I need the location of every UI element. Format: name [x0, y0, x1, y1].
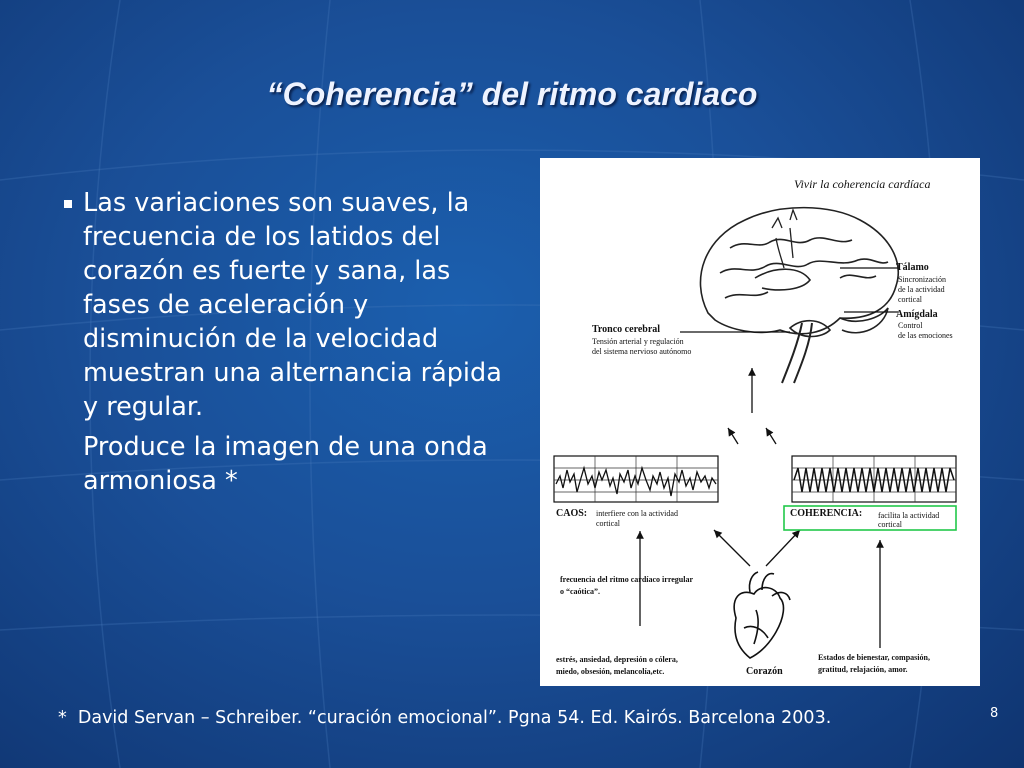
amigdala-line: Control — [898, 321, 923, 330]
tronco-line: del sistema nervioso autónomo — [592, 347, 691, 356]
figure-heading: Vivir la coherencia cardíaca — [794, 177, 931, 191]
tronco-label: Tronco cerebral Tensión arterial y regul… — [592, 324, 691, 356]
caos-line: cortical — [596, 519, 621, 528]
slide-title: “Coherencia” del ritmo cardiaco — [266, 76, 758, 112]
talamo-line: cortical — [898, 295, 923, 304]
tronco-line: Tensión arterial y regulación — [592, 337, 684, 346]
caos-title: CAOS: — [556, 508, 587, 519]
estres-line: miedo, obsesión, melancolía,etc. — [556, 667, 664, 676]
coherencia-title: COHERENCIA: — [790, 508, 862, 519]
talamo-line: de la actividad — [898, 285, 945, 294]
irregular-line: o “caótica”. — [560, 587, 600, 596]
bienestar-line: Estados de bienestar, compasión, — [818, 653, 930, 662]
amigdala-line: de las emociones — [898, 331, 953, 340]
heart-coherence-figure: Vivir la coherencia cardíaca Tálamo — [540, 158, 980, 686]
tronco-title: Tronco cerebral — [592, 324, 660, 335]
estres-line: estrés, ansiedad, depresión o cólera, — [556, 655, 678, 664]
bullet-text: Las variaciones son suaves, la frecuenci… — [83, 188, 502, 422]
flow-arrows — [636, 368, 884, 648]
estres-label: estrés, ansiedad, depresión o cólera, mi… — [556, 655, 678, 676]
caos-wave-chart — [553, 455, 719, 503]
brain-illustration — [699, 206, 900, 384]
talamo-line: Sincronización — [898, 275, 946, 284]
corazon-label: Corazón — [746, 666, 783, 677]
bullet-list: Las variaciones son suaves, la frecuenci… — [60, 186, 510, 504]
leader-lines — [680, 267, 898, 333]
bullet-item: Las variaciones son suaves, la frecuenci… — [60, 186, 510, 424]
coherencia-line: cortical — [878, 520, 903, 529]
bullet-square-icon — [64, 200, 72, 208]
amigdala-label: Amígdala Control de las emociones — [896, 309, 953, 340]
coherencia-highlight-box — [783, 505, 957, 531]
coherencia-line: facilita la actividad — [878, 511, 939, 520]
talamo-label: Tálamo Sincronización de la actividad co… — [896, 262, 946, 304]
bienestar-line: gratitud, relajación, amor. — [818, 665, 908, 674]
talamo-title: Tálamo — [896, 262, 929, 273]
irregular-label: frecuencia del ritmo cardíaco irregular … — [560, 575, 693, 596]
heart-illustration — [733, 571, 791, 659]
coherencia-label: COHERENCIA: facilita la actividad cortic… — [790, 508, 939, 529]
caos-label: CAOS: interfiere con la actividad cortic… — [556, 508, 678, 528]
coherencia-wave-chart — [791, 455, 957, 503]
caos-line: interfiere con la actividad — [596, 509, 678, 518]
irregular-line: frecuencia del ritmo cardíaco irregular — [560, 575, 693, 584]
footnote: * David Servan – Schreiber. “curación em… — [58, 708, 832, 728]
page-number: 8 — [990, 706, 999, 721]
bullet-text: Produce la imagen de una onda armoniosa … — [83, 432, 488, 496]
bienestar-label: Estados de bienestar, compasión, gratitu… — [818, 653, 930, 674]
amigdala-title: Amígdala — [896, 309, 938, 320]
bullet-item: Produce la imagen de una onda armoniosa … — [60, 430, 510, 498]
